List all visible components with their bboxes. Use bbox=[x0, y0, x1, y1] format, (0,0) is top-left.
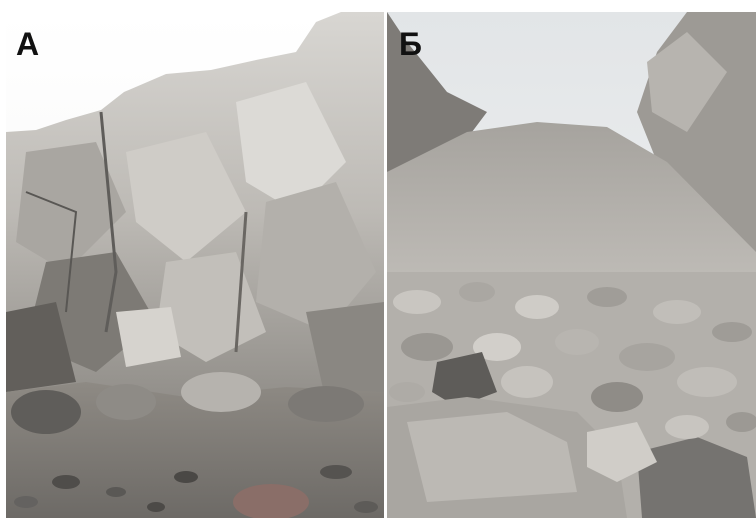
panel-label-b: Б bbox=[399, 26, 422, 62]
photo-cliff-face bbox=[6, 12, 384, 518]
photo-boulder-gully bbox=[387, 12, 756, 518]
photo-panel-b: Б bbox=[387, 12, 756, 518]
panel-label-a: А bbox=[16, 26, 40, 62]
photo-panel-a: А bbox=[6, 12, 384, 518]
